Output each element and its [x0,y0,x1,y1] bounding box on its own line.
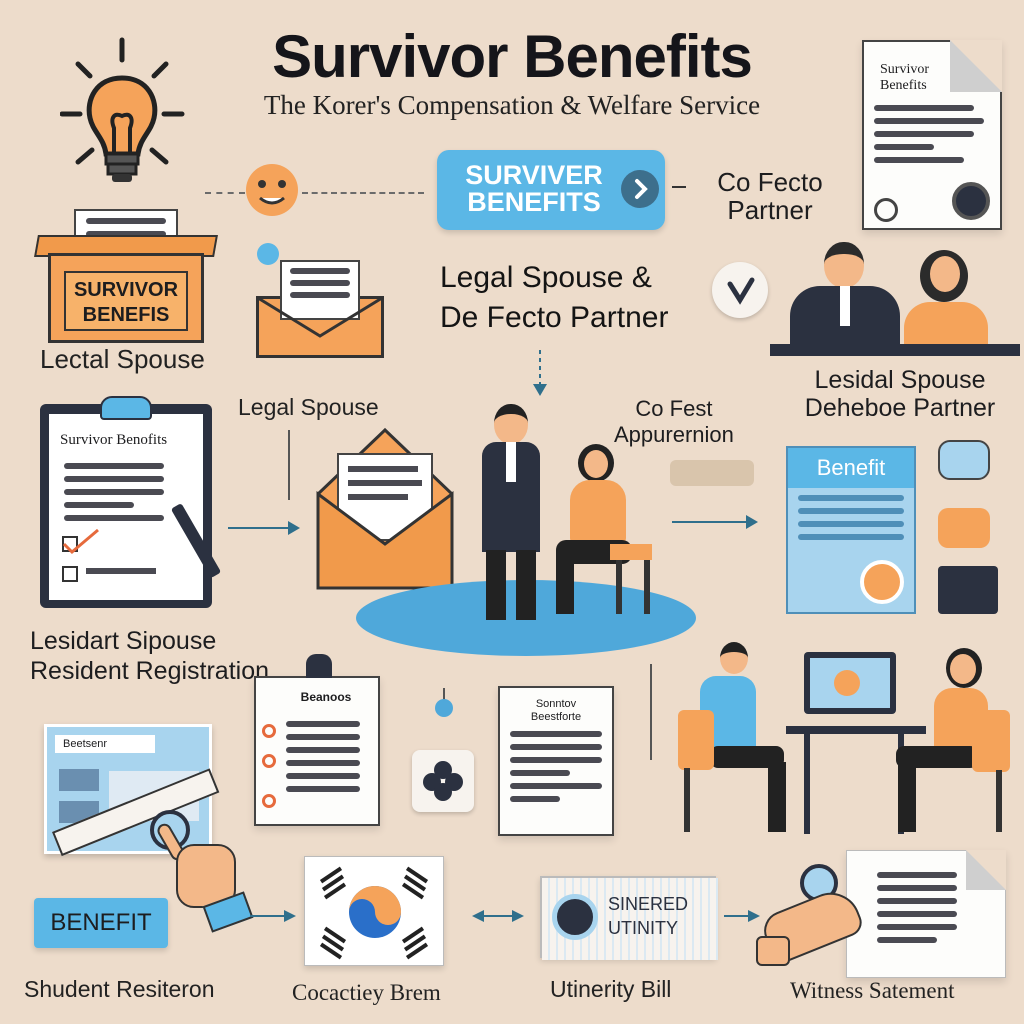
witness-statement-label: Witness Satement [790,978,955,1003]
arrow-down-icon [530,350,550,400]
arrow-right-icon [672,512,762,532]
survivor-benefits-document: Survivor Benefits [862,40,1002,230]
survivor-benefits-button[interactable]: SURVIVER BENEFITS [437,150,665,230]
legal-spouse-heading: Legal Spouse & De Fecto Partner [440,261,669,334]
survivor-benefits-box: SURVIVOR BENEFIS [34,205,218,345]
chevron-right-icon [621,170,659,208]
survivor-benefits-clipboard: Survivor Benofits [40,396,222,608]
arrow-double-icon [470,908,526,924]
co-fest-label: Co Fest Appurernion [614,396,734,447]
emoji-face-icon [242,160,302,220]
seal-icon [874,198,898,222]
meeting-illustration [676,640,1016,836]
benefit-card: Benefit [786,446,916,614]
checklist-document: Beanoos [254,654,380,826]
benefits-document: Sonntov Beestforte [498,686,614,836]
arrow-right-icon [250,908,300,924]
utility-bill-label: Utinerity Bill [550,976,672,1002]
button-label-line2: BENEFITS [467,187,601,217]
lectal-spouse-label: Lectal Spouse [40,344,205,374]
residal-spouse-label: Lesidal Spouse Deheboe Partner [804,366,996,422]
benefit-button[interactable]: BENEFIT [34,898,168,948]
envelope-icon [316,424,454,590]
page-subtitle: The Korer's Compensation & Welfare Servi… [263,90,761,120]
clover-icon [412,750,474,812]
legal-spouse-label: Legal Spouse [238,394,379,420]
hand-pointer-icon [146,810,254,933]
couple-handshake-illustration [460,400,670,630]
korean-flag-icon [304,856,444,966]
co-fecto-partner-label: Co Fecto Partner [717,167,823,225]
arrow-right-icon [724,908,764,924]
checkmark-badge-icon [712,262,768,318]
arrow-right-icon [228,518,304,538]
seal-icon [952,182,990,220]
student-resident-label: Shudent Resiteron [24,976,215,1002]
lightbulb-icon [59,32,200,192]
shared-utility-card: SINERED UTINITY [540,876,718,960]
couple-illustration [770,240,1020,358]
cohabitation-label: Cocactiey Brem [292,980,441,1005]
resident-registration-label: Lesidart Sipouse Resident Registration [30,627,270,685]
page-title: Survivor Benefits [272,23,753,90]
witness-statement-document [846,850,1006,978]
envelope-icon [252,240,392,358]
button-label-line1: SURVIVER [465,160,603,190]
hand-pointer-icon [750,860,890,970]
